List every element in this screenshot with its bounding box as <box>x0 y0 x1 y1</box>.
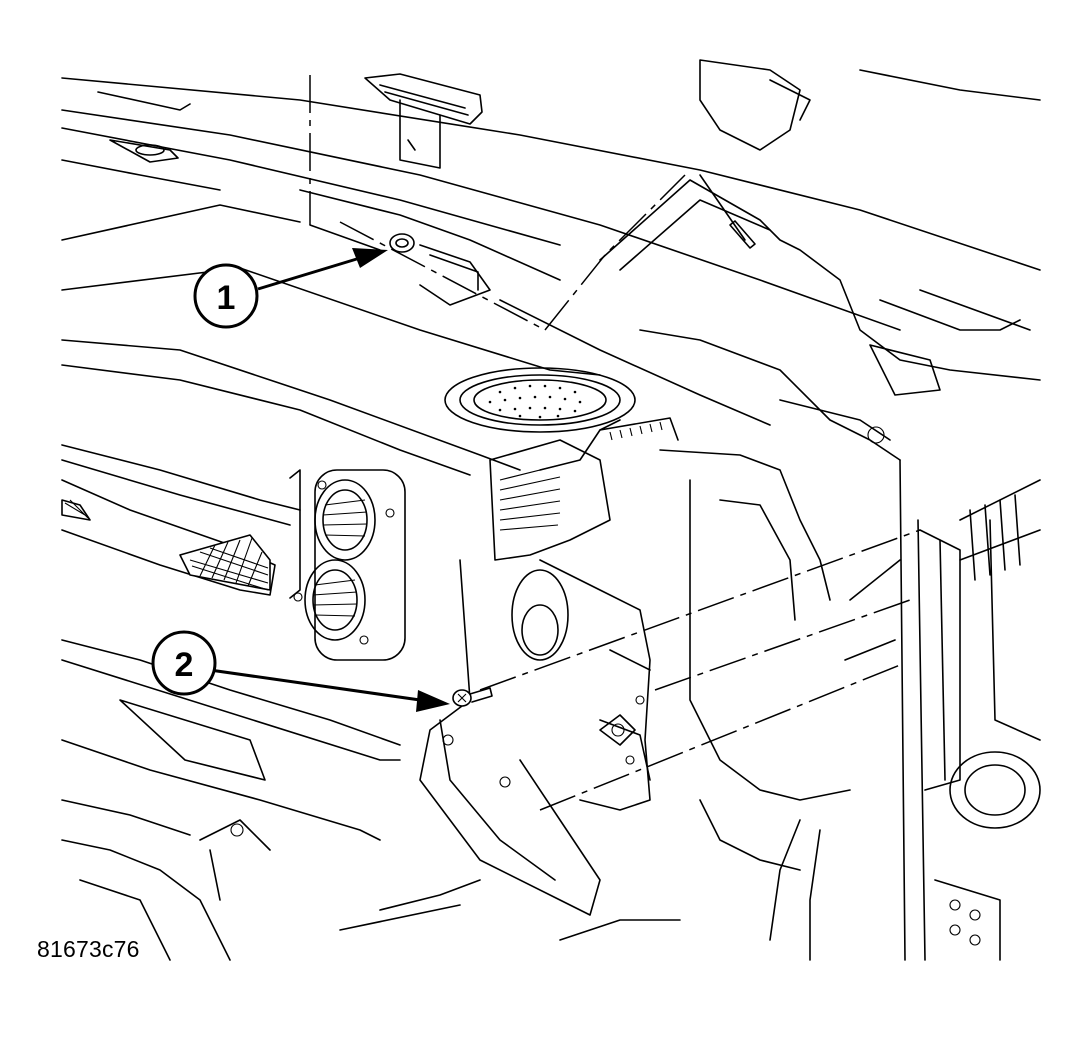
speaker-grille <box>444 367 679 441</box>
a-pillar-support <box>899 459 1041 961</box>
callout-arrow-1 <box>257 248 388 291</box>
defrost-vent <box>364 73 483 169</box>
callout-2: 2 <box>151 630 217 696</box>
dash-end-cap <box>419 419 621 916</box>
figure-id: 81673c76 <box>37 936 140 962</box>
installation-guide-lines <box>309 75 921 811</box>
cowl-side-structure <box>599 59 1041 461</box>
lower-dash <box>61 639 401 841</box>
fastener-1 <box>389 233 415 253</box>
cross-car-structure <box>659 449 901 961</box>
mounting-bracket <box>511 559 651 811</box>
cluster-bezel <box>61 364 471 661</box>
callout-arrow-2 <box>209 668 450 712</box>
callout-2-label: 2 <box>175 646 194 684</box>
callout-1-label: 1 <box>217 279 236 317</box>
floor-area <box>61 819 681 961</box>
callout-1: 1 <box>193 263 259 329</box>
dash-pad-top <box>61 204 771 471</box>
cowl-panel <box>61 77 1041 331</box>
screw-2 <box>452 687 493 707</box>
